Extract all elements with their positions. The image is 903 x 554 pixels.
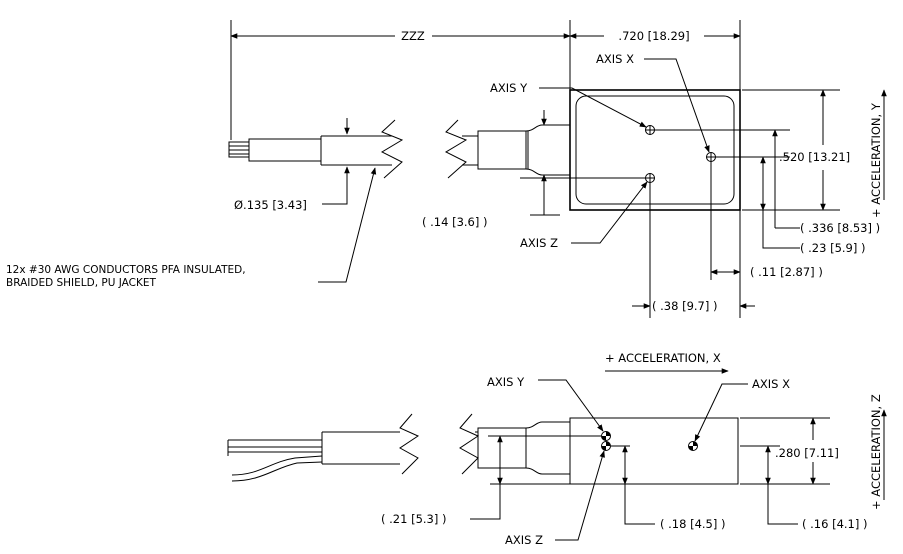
housing-inner (575, 95, 735, 205)
axis-x-leader (644, 58, 710, 153)
cable-bend (231, 455, 323, 476)
axis-y-leader-side (538, 379, 604, 432)
axis-z-label: AXIS Z (520, 236, 558, 250)
axis-y-leader (539, 87, 647, 128)
dim-11-label: ( .11 [2.87] ) (750, 265, 823, 279)
cable-diameter-label: Ø.135 [3.43] (234, 198, 307, 212)
dim-18-label: ( .18 [4.5] ) (660, 517, 726, 531)
width-dim-label: .720 [18.29] (618, 29, 689, 43)
housing-outline (569, 89, 741, 211)
strain-relief-side (477, 427, 527, 469)
dim-21-label: ( .21 [5.3] ) (381, 512, 447, 526)
leader-line (470, 484, 501, 520)
height-dim-label: .520 [13.21] (779, 150, 850, 164)
side-view: + ACCELERATION, X (227, 351, 887, 547)
conductors-note-line2: BRAIDED SHIELD, PU JACKET (6, 277, 157, 289)
leader-line (762, 210, 800, 249)
axis-y-marker (645, 125, 790, 135)
axis-y-label-side: AXIS Y (487, 375, 525, 389)
dim-336-label: ( .336 [8.53] ) (800, 221, 880, 235)
axis-x-leader-side (694, 383, 748, 442)
dim-14-label: ( .14 [3.6] ) (422, 215, 488, 229)
axis-z-leader-side (555, 450, 605, 541)
dim-38-label: ( .38 [9.7] ) (652, 299, 718, 313)
axis-x-label-side: AXIS X (752, 377, 790, 391)
dim-16-label: ( .16 [4.1] ) (802, 517, 868, 531)
accel-x-label: + ACCELERATION, X (605, 351, 721, 365)
axis-y-label: AXIS Y (490, 81, 528, 95)
boot-bottom-side (525, 467, 570, 475)
axis-z-leader (571, 181, 648, 244)
cable-bend-2 (231, 461, 323, 482)
break-mark-left-side (399, 413, 420, 475)
dim-23-label: ( .23 [5.9] ) (800, 241, 866, 255)
break-mark-right-side (459, 413, 480, 475)
axis-x-marker-side (688, 441, 698, 451)
accel-z-label: + ACCELERATION, Z (869, 394, 883, 510)
strain-relief (477, 130, 527, 170)
conductors-leader (318, 167, 377, 283)
conductors-note-line1: 12x #30 AWG CONDUCTORS PFA INSULATED, (6, 264, 246, 276)
axis-z-marker-side (601, 441, 611, 451)
boot-top (525, 124, 570, 132)
boot-top-side (525, 421, 570, 429)
top-view: ZZZ .720 [18.29] (6, 20, 887, 318)
housing-side (569, 417, 739, 485)
break-mark-right (444, 119, 468, 179)
axis-x-marker (706, 152, 790, 280)
dim-280-label: .280 [7.11] (775, 446, 839, 460)
accel-y-label: + ACCELERATION, Y (869, 102, 883, 218)
leader-line (322, 183, 348, 205)
leader-line (624, 484, 655, 525)
axis-z-marker (520, 173, 655, 318)
inner-insulation (248, 138, 322, 162)
boot-bottom (525, 168, 570, 176)
leader-line (767, 484, 798, 525)
zzz-label: ZZZ (401, 29, 425, 43)
axis-z-label-side: AXIS Z (505, 533, 543, 547)
axis-y-marker-side (601, 431, 611, 441)
break-mark-left (380, 119, 404, 179)
axis-x-label: AXIS X (596, 52, 634, 66)
